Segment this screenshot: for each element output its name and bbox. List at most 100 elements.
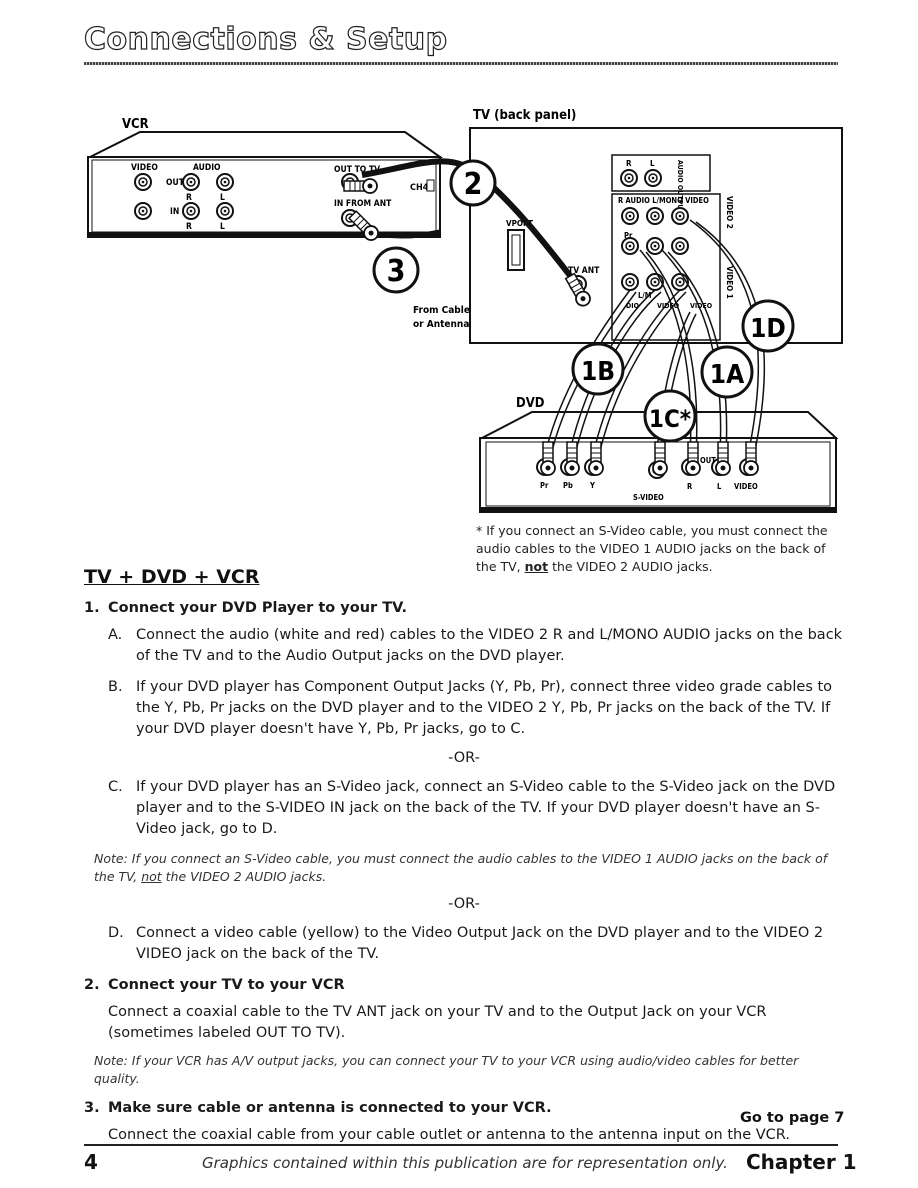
- step-1-title: 1.Connect your DVD Player to your TV.: [84, 600, 407, 616]
- tv-ant-label: TV ANT: [568, 266, 600, 276]
- tv-video-small-label-2: VIDEO: [690, 302, 713, 310]
- go-to-page-link: Go to page 7: [740, 1110, 845, 1126]
- dvd-audio-r-plug: [685, 441, 701, 476]
- badge-2-label: 2: [464, 167, 483, 202]
- vcr-label: VCR: [122, 117, 149, 132]
- dvd-pb-plug: [564, 441, 580, 476]
- vcr-audio-out-l-jack: [216, 173, 234, 191]
- tv-video1-l-jack: [646, 273, 664, 291]
- dvd-out-label: OUT: [700, 456, 716, 465]
- vcr-audio-out-r-jack: [182, 173, 200, 191]
- tv-vport-label: VPORT: [506, 219, 533, 228]
- page-number: 4: [84, 1150, 98, 1174]
- tv-audio-output-label: AUDIO OUTPUT: [676, 160, 684, 214]
- dvd-video-plug: [743, 441, 759, 476]
- footer-rule: [84, 1144, 838, 1146]
- vcr-device: [87, 131, 444, 238]
- dvd-pr-plug: [540, 441, 556, 476]
- connection-diagram: VCR VIDEO AUDIO OUT IN R L R L OUT TO TV…: [87, 108, 843, 513]
- step-1c: C.If your DVD player has an S-Video jack…: [108, 779, 836, 837]
- or-separator-2: -OR-: [448, 896, 480, 912]
- tv-video2-video-jack: [671, 207, 689, 225]
- dvd-audio-l-plug: [715, 441, 731, 476]
- tv-y-jack: [671, 237, 689, 255]
- vcr-out-plug: [343, 178, 378, 194]
- title-rule: [84, 62, 838, 65]
- vcr-audio-label: AUDIO: [193, 163, 221, 173]
- vcr-l-label-2: L: [220, 222, 225, 232]
- vcr-in-label: IN: [170, 207, 179, 217]
- dvd-y-plug: [588, 441, 604, 476]
- tv-pr-jack: [621, 237, 639, 255]
- tv-video2-label: VIDEO 2: [725, 196, 734, 229]
- vcr-video-label: VIDEO: [131, 163, 158, 173]
- badge-3: 3: [372, 246, 420, 294]
- or-separator-1: -OR-: [448, 750, 480, 766]
- vcr-l-label: L: [220, 193, 225, 203]
- step-3-title: 3.Make sure cable or antenna is connecte…: [84, 1100, 552, 1116]
- note-svideo: Note: If you connect an S-Video cable, y…: [94, 851, 828, 884]
- tv-video2-r-jack: [621, 207, 639, 225]
- instructions: 1.Connect your DVD Player to your TV. A.…: [84, 598, 844, 1154]
- step-1d: D.Connect a video cable (yellow) to the …: [108, 925, 824, 962]
- tv-audio-out-r-jack: [620, 169, 638, 187]
- tv-audio-row-label: R AUDIO L/MONO VIDEO: [618, 196, 709, 205]
- tv-vport-connector: [507, 229, 525, 271]
- badge-1b-label: 1B: [581, 357, 615, 387]
- badge-1d-label: 1D: [750, 314, 786, 344]
- tv-video1-r-jack: [621, 273, 639, 291]
- badge-1d: 1D: [741, 299, 795, 353]
- vcr-in-from-ant-label: IN FROM ANT: [334, 199, 392, 209]
- badge-1c: 1C*: [643, 389, 697, 443]
- dvd-l-label: L: [717, 482, 722, 491]
- from-cable-label-2: or Antenna: [413, 319, 469, 330]
- badge-3-label: 3: [387, 254, 406, 289]
- footnote-emphasis: not: [524, 559, 549, 574]
- chapter-label: Chapter 1: [746, 1150, 857, 1174]
- tv-audio-r-label: R: [626, 159, 632, 168]
- vcr-channel-switch: [426, 179, 435, 192]
- dvd-label: DVD: [516, 396, 545, 411]
- step-1b: B.If your DVD player has Component Outpu…: [108, 679, 833, 737]
- dvd-pr-label: Pr: [540, 481, 549, 490]
- tv-pb-jack: [646, 237, 664, 255]
- tv-pr-label: Pr: [624, 231, 633, 240]
- vcr-out-to-tv-label: OUT TO TV: [334, 165, 380, 175]
- badge-1a: 1A: [700, 345, 754, 399]
- tv-label: TV (back panel): [473, 108, 576, 123]
- section-heading: TV + DVD + VCR: [84, 566, 260, 588]
- dvd-r-label: R: [687, 482, 693, 491]
- step-3-text: Connect the coaxial cable from your cabl…: [108, 1127, 790, 1143]
- tv-audio-l-label: L: [650, 159, 655, 168]
- dvd-y-label: Y: [589, 481, 595, 490]
- tv-video1-label: VIDEO 1: [725, 266, 734, 299]
- tv-audio-out-l-jack: [644, 169, 662, 187]
- badge-1c-label: 1C*: [649, 405, 691, 433]
- footer-disclaimer: Graphics contained within this publicati…: [202, 1154, 728, 1172]
- dvd-svideo-label: S-VIDEO: [633, 493, 664, 502]
- tv-input-block: [611, 193, 721, 341]
- badge-1a-label: 1A: [710, 360, 744, 390]
- tv-lmono-label: L/M: [638, 291, 652, 300]
- vcr-ch4-label: CH4: [410, 183, 429, 193]
- step-2-title: 2.Connect your TV to your VCR: [84, 977, 345, 993]
- dvd-video-label: VIDEO: [734, 482, 758, 491]
- vcr-audio-in-l-jack: [216, 202, 234, 220]
- badge-1b: 1B: [571, 342, 625, 396]
- vcr-r-label: R: [186, 193, 192, 203]
- step-1a: A.Connect the audio (white and red) cabl…: [108, 627, 843, 664]
- tv-video2-l-jack: [646, 207, 664, 225]
- badge-2: 2: [449, 159, 497, 207]
- from-cable-label-1: From Cable: [413, 305, 470, 316]
- vcr-video-in-jack: [134, 202, 152, 220]
- dvd-svideo-plug: [652, 441, 668, 476]
- vcr-r-label-2: R: [186, 222, 192, 232]
- step-2-text: Connect a coaxial cable to the TV ANT ja…: [108, 1004, 767, 1041]
- tv-audio-small-label: DIO: [626, 302, 640, 310]
- diagram-footnote: * If you connect an S-Video cable, you m…: [476, 523, 828, 574]
- vcr-video-out-jack: [134, 173, 152, 191]
- vcr-audio-in-r-jack: [182, 202, 200, 220]
- vcr-out-label: OUT: [166, 178, 185, 188]
- note-av: Note: If your VCR has A/V output jacks, …: [94, 1053, 799, 1086]
- tv-video-small-label: VIDEO: [657, 302, 680, 310]
